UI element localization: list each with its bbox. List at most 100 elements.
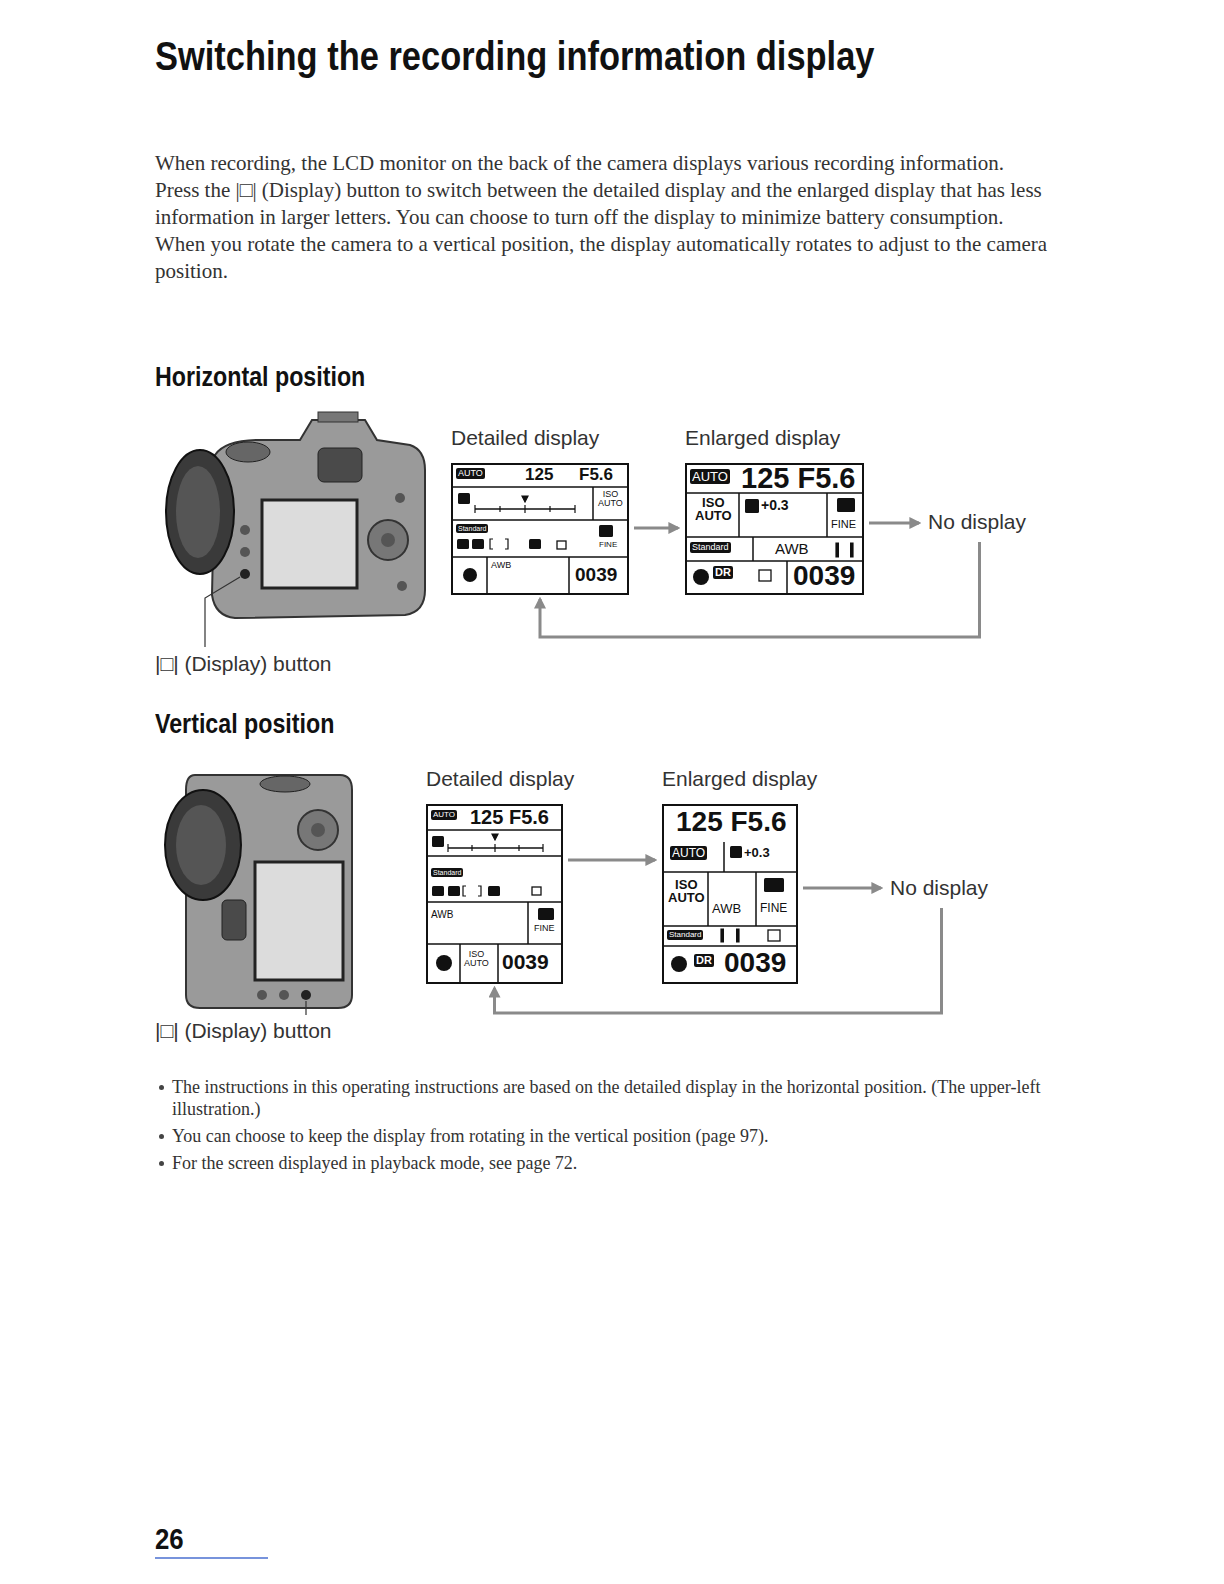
status-icon <box>837 498 855 512</box>
screen-readout: AWB <box>491 561 511 570</box>
button <box>240 547 250 557</box>
camera-body <box>212 420 425 618</box>
status-icon <box>730 846 742 858</box>
button <box>397 581 407 591</box>
bullet-dot <box>159 1085 164 1090</box>
metering-icon <box>436 955 452 971</box>
grid-line <box>428 855 561 857</box>
notes-list: The instructions in this operating instr… <box>157 1076 1082 1179</box>
screen-readout: FINE <box>760 902 787 914</box>
screen-badge: AUTO <box>690 469 730 484</box>
button <box>395 493 405 503</box>
eyepiece <box>318 448 362 482</box>
body-text: When recording, the LCD monitor on the b… <box>155 150 1080 285</box>
screen-readout: ISO AUTO <box>464 950 489 968</box>
screen-readout: FINE <box>534 924 555 933</box>
screen-badge: Standard <box>667 930 703 940</box>
screen-readout: ISO AUTO <box>695 496 732 522</box>
screen-badge: Standard <box>690 542 731 553</box>
grid-line <box>459 944 461 982</box>
screen-readout: 125 F5.6 <box>470 807 549 827</box>
camera-vertical <box>165 775 352 1015</box>
screen-readout: 125 F5.6 <box>741 464 855 493</box>
display-button <box>301 990 311 1000</box>
display-state: No display <box>928 511 1031 534</box>
screen-readout: AWB <box>712 902 741 915</box>
metering-icon <box>693 569 709 585</box>
grid-line <box>752 537 754 561</box>
screen-readout: FINE <box>599 541 617 549</box>
grid-line <box>592 487 594 520</box>
lcd-monitor <box>255 862 343 980</box>
bullet-dot <box>159 1161 164 1166</box>
screen-readout: ISO AUTO <box>598 490 623 508</box>
controller-center <box>311 823 325 837</box>
lens-ring <box>176 805 226 885</box>
camera-lens <box>166 450 234 574</box>
grid-line <box>453 519 627 521</box>
grid-line <box>453 486 627 488</box>
screen-readout: +0.3 <box>744 846 770 859</box>
grid-line <box>428 943 561 945</box>
status-icon <box>529 539 541 549</box>
screen-readout: 125 <box>525 466 553 483</box>
screen-badge: Standard <box>431 868 463 877</box>
grid-line <box>497 944 499 982</box>
display-state: No display <box>890 877 993 900</box>
grid-line <box>707 872 709 926</box>
note-text: For the screen displayed in playback mod… <box>172 1152 1077 1174</box>
status-icon <box>472 539 484 549</box>
screen-readout: AWB <box>431 910 453 920</box>
display-heading: Enlarged display <box>662 768 817 789</box>
section-heading: Horizontal position <box>155 364 365 391</box>
grid-line <box>664 871 796 873</box>
screen-badge: AUTO <box>431 810 457 820</box>
metering-icon <box>671 956 687 972</box>
display-heading: Enlarged display <box>685 427 840 448</box>
grid-line <box>568 557 570 593</box>
button <box>279 990 289 1000</box>
camera-lens <box>165 790 241 900</box>
screen-readout: ISO AUTO <box>668 878 705 904</box>
cycle-arrow <box>568 859 655 862</box>
part-label: |□| (Display) button <box>155 653 332 674</box>
page-title: Switching the recording information disp… <box>155 36 874 77</box>
display-button <box>240 569 250 579</box>
screen-readout: 0039 <box>793 562 855 590</box>
lcd-monitor <box>262 500 357 588</box>
status-icon <box>764 878 784 892</box>
lcd-screen: Enlarged displayAUTO125 F5.6ISO AUTO+0.3… <box>687 465 862 593</box>
leader-line <box>305 1001 306 1015</box>
state-label: No display <box>928 511 1031 532</box>
grid-line <box>428 901 561 903</box>
scale-icon <box>836 543 853 557</box>
status-icon <box>458 493 470 504</box>
grid-line <box>755 872 757 926</box>
controller <box>368 520 408 560</box>
status-icon <box>457 539 469 549</box>
camera-horizontal <box>166 412 425 647</box>
note-text: You can choose to keep the display from … <box>172 1125 1077 1147</box>
grid-line <box>453 556 627 558</box>
metering-icon <box>463 568 477 582</box>
eyepiece <box>222 900 246 940</box>
lens-ring <box>176 466 220 558</box>
drive-icon <box>557 541 566 549</box>
part-label: |□| (Display) button <box>155 1020 332 1041</box>
grid-line <box>486 557 488 593</box>
display-heading: Detailed display <box>451 427 599 448</box>
status-icon <box>745 499 759 513</box>
grid-line <box>723 842 725 872</box>
footer-rule <box>155 1557 268 1559</box>
state-label: No display <box>890 877 993 898</box>
body-paragraph: When recording, the LCD monitor on the b… <box>155 150 1080 177</box>
lcd-screen: Detailed displayAUTO125F5.6ISO AUTOStand… <box>453 465 627 593</box>
screen-badge: Standard <box>456 524 488 533</box>
cycle-arrow <box>869 522 919 525</box>
screen-badge: DR <box>694 954 714 967</box>
page-number: 26 <box>155 1524 184 1554</box>
scale-icon <box>475 496 575 513</box>
drive-icon <box>768 930 780 941</box>
grid-line <box>428 829 561 831</box>
